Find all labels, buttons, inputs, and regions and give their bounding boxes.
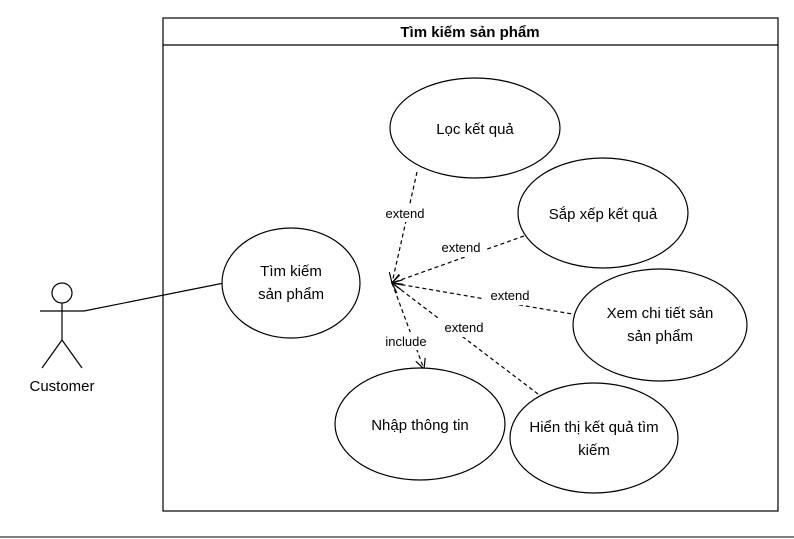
use-case-sort[interactable]: Sắp xếp kết quả <box>517 157 689 269</box>
use-case-label: Nhập thông tin <box>371 417 469 434</box>
extend-label-detail: extend <box>490 288 529 303</box>
use-case-search[interactable]: Tìm kiếm sản phẩm <box>221 227 361 339</box>
relationship-labels: extend extend extend extend include <box>378 204 537 350</box>
use-case-input[interactable]: Nhập thông tin <box>334 367 506 481</box>
include-line-input <box>391 282 424 369</box>
include-label-input: include <box>385 334 426 349</box>
use-case-filter[interactable]: Lọc kết quả <box>389 77 561 179</box>
extend-label-display: extend <box>444 320 483 335</box>
use-case-label-line1: Tìm kiếm <box>260 263 322 280</box>
use-case-label: Lọc kết quả <box>436 121 514 138</box>
extend-label-filter: extend <box>385 206 424 221</box>
use-case-label-line1: Hiển thị kết quả tìm <box>529 419 658 436</box>
extend-line-sort <box>392 235 525 283</box>
association-line <box>83 282 225 312</box>
actor-label: Customer <box>29 378 94 395</box>
use-case-label: Sắp xếp kết quả <box>549 206 658 223</box>
actor-head-icon <box>51 282 73 304</box>
use-case-display[interactable]: Hiển thị kết quả tìm kiếm <box>509 382 679 494</box>
extend-label-sort: extend <box>441 240 480 255</box>
extend-line-display <box>392 283 539 395</box>
actor-customer[interactable]: Customer <box>29 282 95 395</box>
use-case-label-line2: kiếm <box>578 442 610 459</box>
extend-line-filter <box>392 171 418 283</box>
use-case-detail[interactable]: Xem chi tiết sản sản phẩm <box>572 268 748 382</box>
use-case-label-line2: sản phẩm <box>258 286 324 303</box>
use-case-label-line1: Xem chi tiết sản <box>607 305 714 322</box>
use-case-label-line2: sản phẩm <box>627 328 693 345</box>
system-title: Tìm kiếm sản phẩm <box>400 24 539 41</box>
